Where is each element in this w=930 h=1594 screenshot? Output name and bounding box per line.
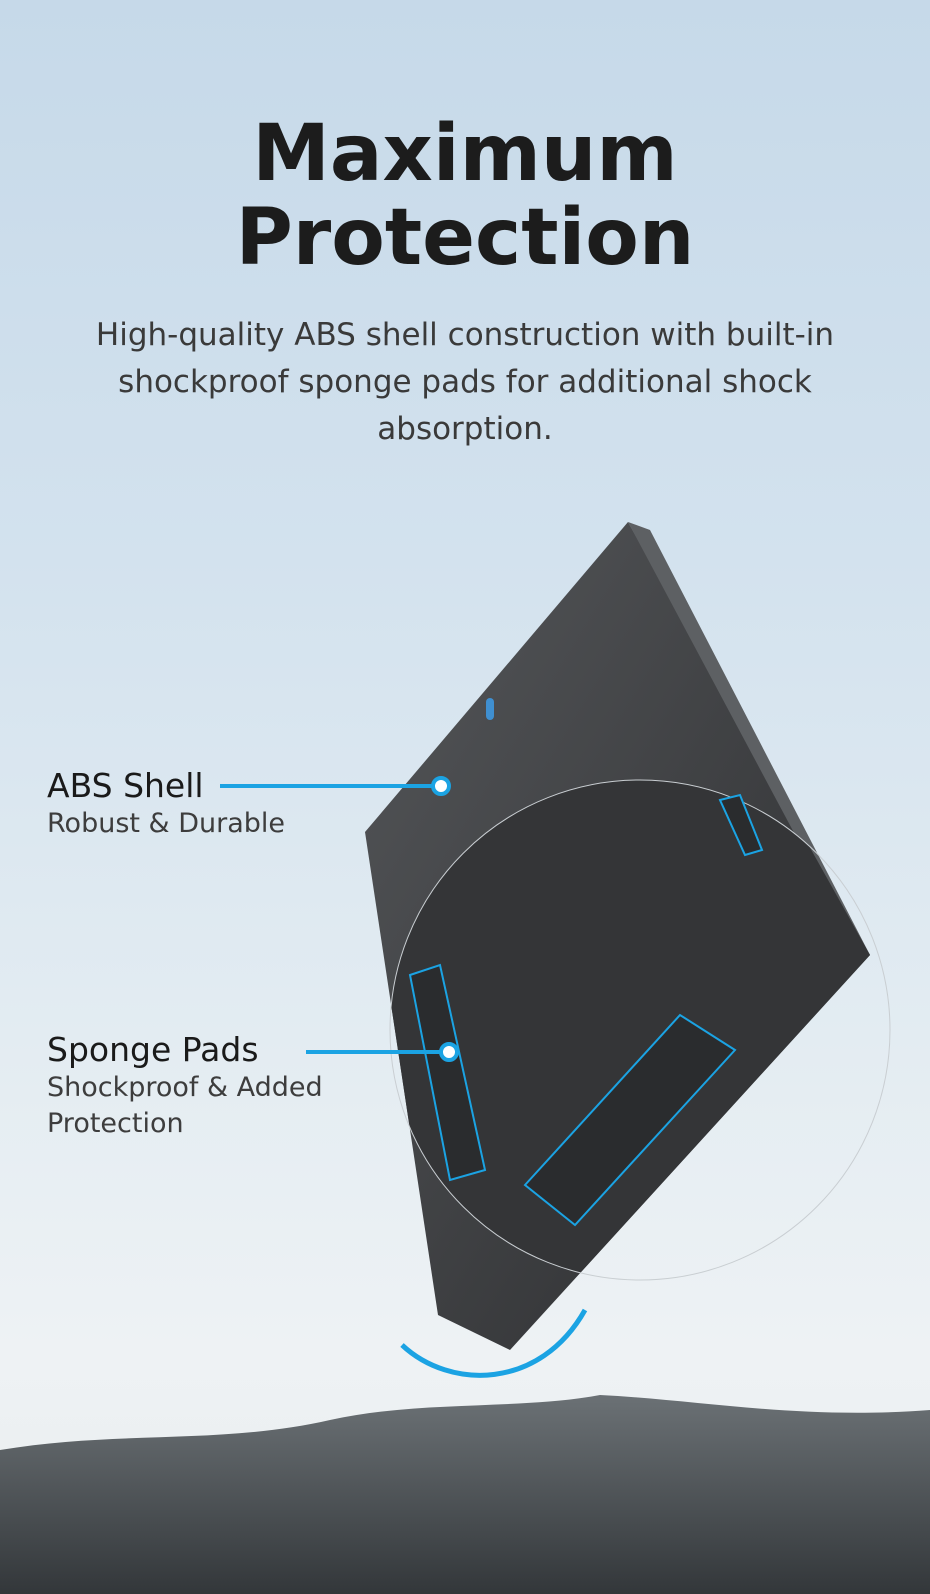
sponge-pad — [523, 1013, 737, 1227]
motion-arc — [400, 1308, 588, 1378]
callout-title: ABS Shell — [47, 766, 204, 805]
enclosure-device — [365, 522, 891, 1350]
callout-sponge-pads: Sponge Pads Shockproof & Added Protectio… — [47, 1030, 337, 1142]
callout-dot — [439, 1042, 459, 1062]
rock-ground — [0, 1395, 930, 1594]
callout-abs-shell: ABS Shell Robust & Durable — [47, 766, 285, 842]
callout-subtitle: Shockproof & Added Protection — [47, 1072, 323, 1139]
page-title: Maximum Protection — [0, 112, 930, 280]
title-line-1: Maximum — [252, 109, 678, 199]
callout-subtitle: Robust & Durable — [47, 808, 285, 839]
callout-dot — [431, 776, 451, 796]
callout-title: Sponge Pads — [47, 1030, 259, 1069]
sponge-pad — [408, 963, 487, 1182]
title-line-2: Protection — [235, 193, 695, 283]
sponge-pad — [718, 793, 764, 857]
subtitle: High-quality ABS shell construction with… — [95, 317, 835, 447]
